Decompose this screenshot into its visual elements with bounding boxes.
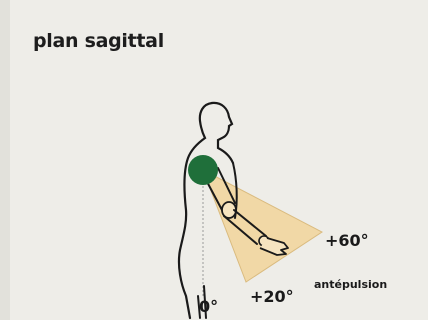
angle-label-0: 0°: [199, 297, 218, 316]
body-outline-back: [179, 103, 212, 318]
angle-label-20: +20°: [250, 287, 294, 306]
motion-range-sector: [203, 170, 322, 282]
shoulder-joint: [188, 155, 218, 185]
head-profile: [212, 103, 233, 163]
motion-label: antépulsion: [314, 278, 387, 291]
angle-label-60: +60°: [325, 231, 369, 250]
